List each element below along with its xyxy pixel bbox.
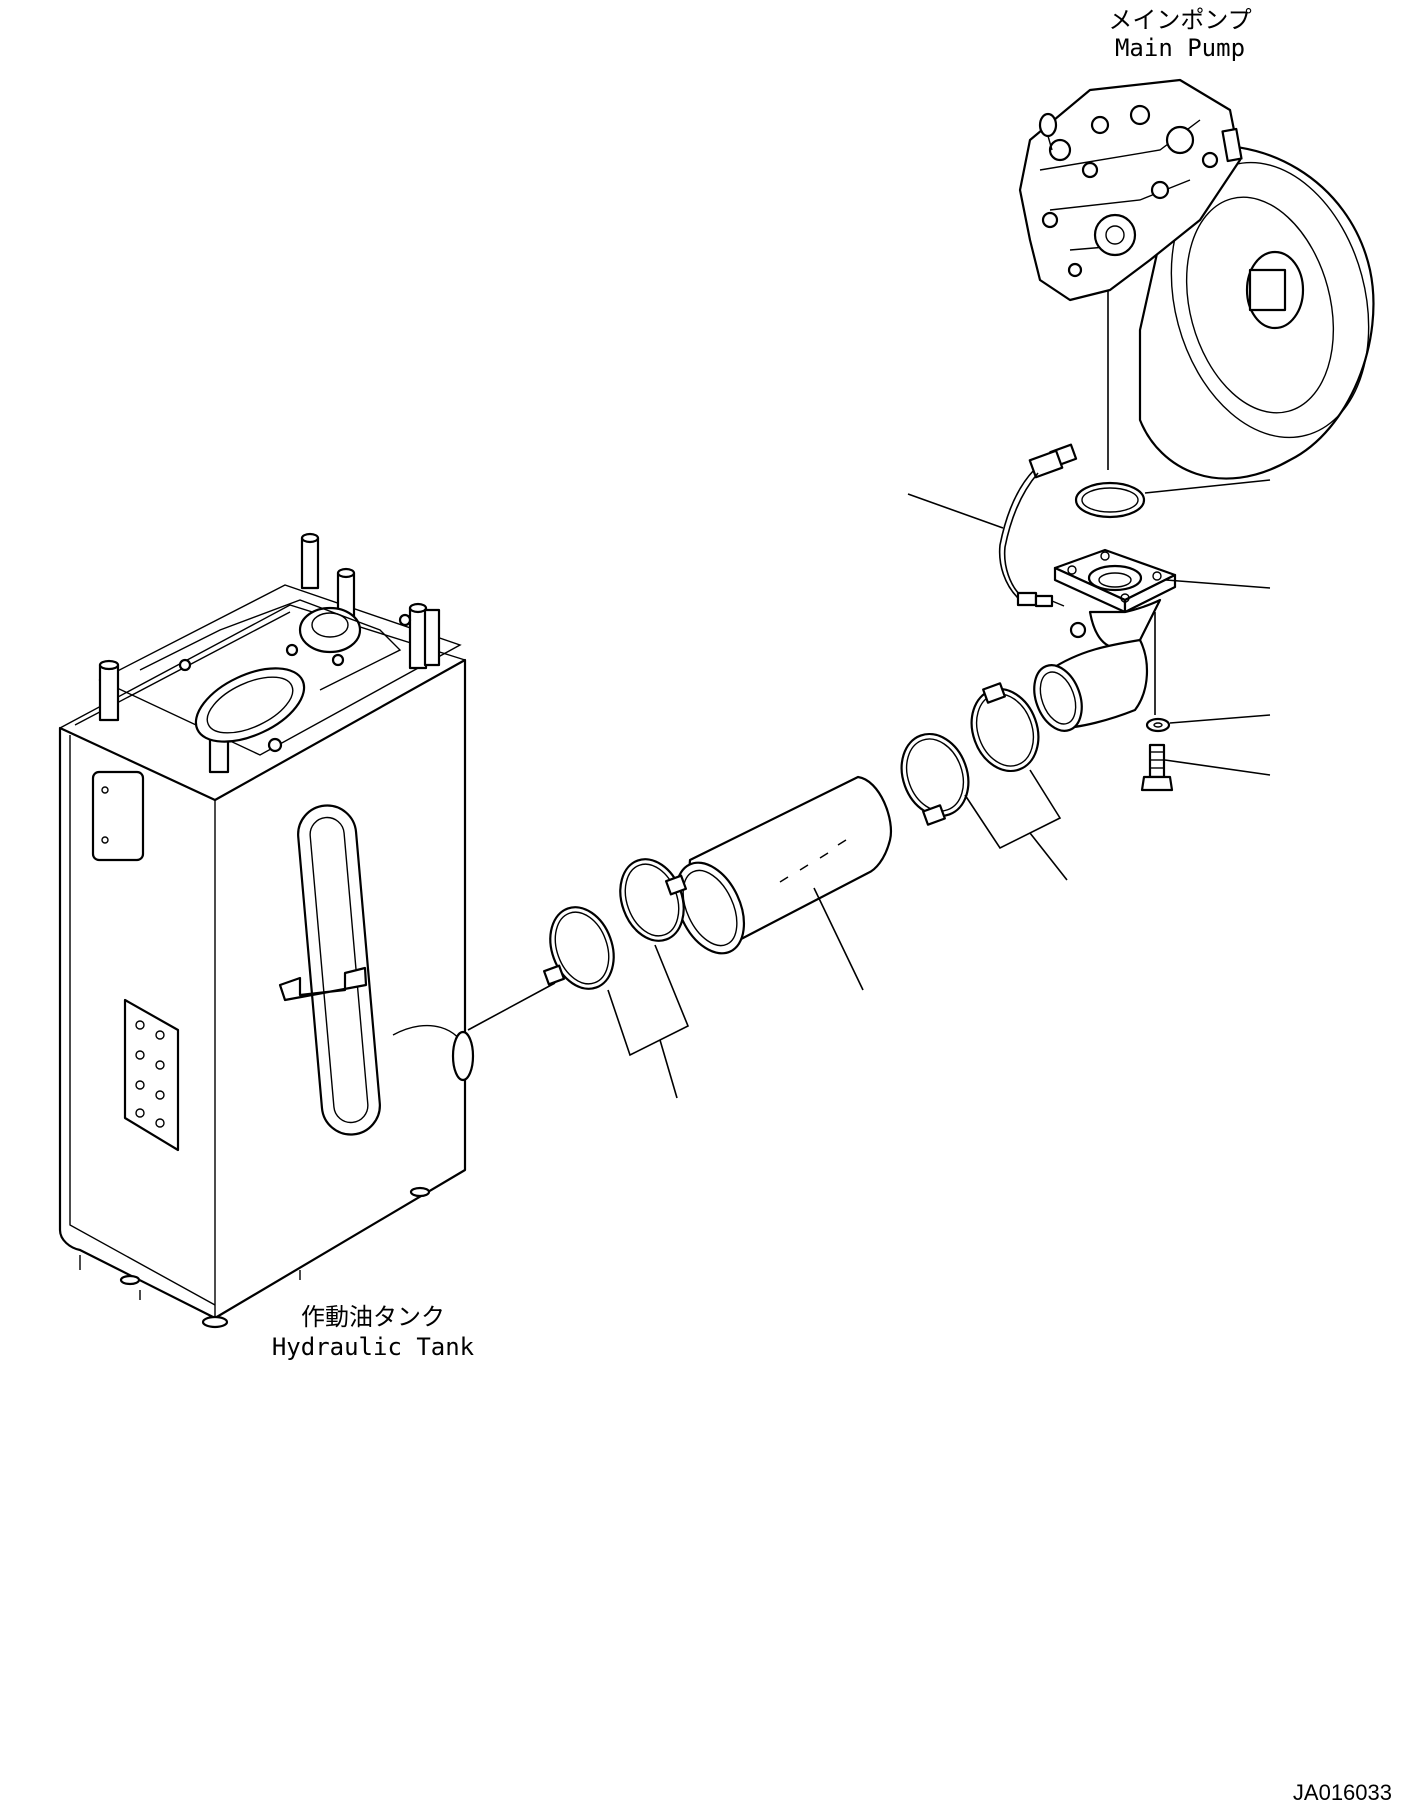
- o-ring[interactable]: [1074, 479, 1271, 519]
- main-pump-label-en: Main Pump: [1115, 34, 1245, 62]
- hose-clamp-lower-right[interactable]: [609, 850, 694, 949]
- bolt[interactable]: [1140, 743, 1271, 792]
- hose-clamp-lower-left[interactable]: [539, 898, 624, 997]
- washer[interactable]: [1145, 714, 1271, 733]
- hose-clamp-upper-right[interactable]: [961, 680, 1050, 781]
- hose-clamp-upper-left[interactable]: [891, 725, 980, 826]
- tank-label-jp: 作動油タンク: [301, 1303, 445, 1331]
- main-pump[interactable]: [1018, 78, 1398, 480]
- main-pump-label-jp: メインポンプ: [1108, 6, 1251, 34]
- clamp-leader-lower: [467, 944, 690, 1099]
- hydraulic-tank[interactable]: [58, 532, 475, 1329]
- drawing-id: JA016033: [1293, 1780, 1392, 1805]
- suction-hose[interactable]: [663, 775, 893, 991]
- elbow-flange[interactable]: [1026, 548, 1271, 737]
- pressure-sensor-harness[interactable]: [907, 443, 1078, 608]
- clamp-leader-upper: [964, 769, 1068, 881]
- tank-label-en: Hydraulic Tank: [272, 1333, 475, 1361]
